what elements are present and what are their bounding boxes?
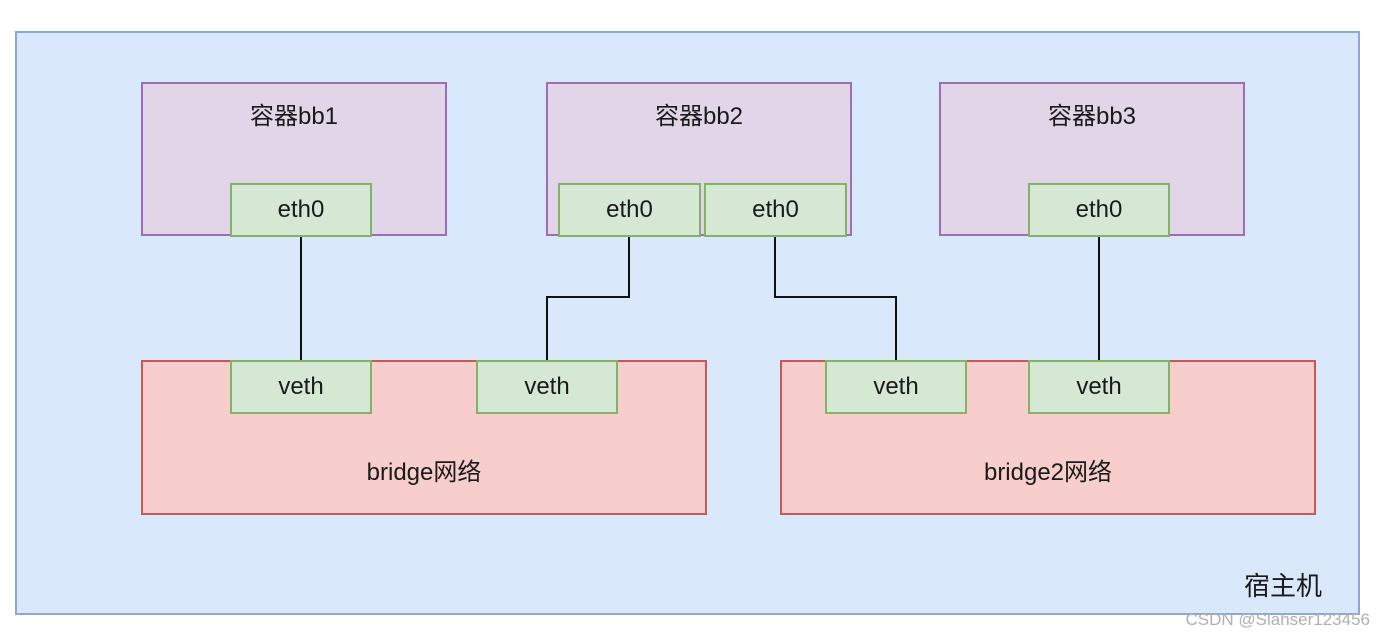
wire-bb2-bridge2	[774, 236, 897, 362]
container-bb3-title: 容器bb3	[1047, 103, 1137, 130]
container-bb1-title: 容器bb1	[249, 103, 339, 130]
watermark: CSDN @Slahser123456	[1185, 610, 1370, 629]
bridge-veth-2: veth	[476, 360, 618, 414]
bridge-veth-1: veth	[230, 360, 372, 414]
host-label: 宿主机	[1243, 571, 1322, 601]
bridge-network-title: bridge网络	[366, 459, 482, 486]
container-bb2-title: 容器bb2	[654, 103, 744, 130]
bridge2-veth-2: veth	[1028, 360, 1170, 414]
bb1-eth0: eth0	[230, 183, 372, 237]
bb2-eth0-right: eth0	[704, 183, 847, 237]
bb3-eth0: eth0	[1028, 183, 1170, 237]
wire-bb2-bridge	[546, 236, 630, 362]
bridge2-veth-1: veth	[825, 360, 967, 414]
bb2-eth0-left: eth0	[558, 183, 701, 237]
bridge2-network-title: bridge2网络	[983, 459, 1113, 486]
